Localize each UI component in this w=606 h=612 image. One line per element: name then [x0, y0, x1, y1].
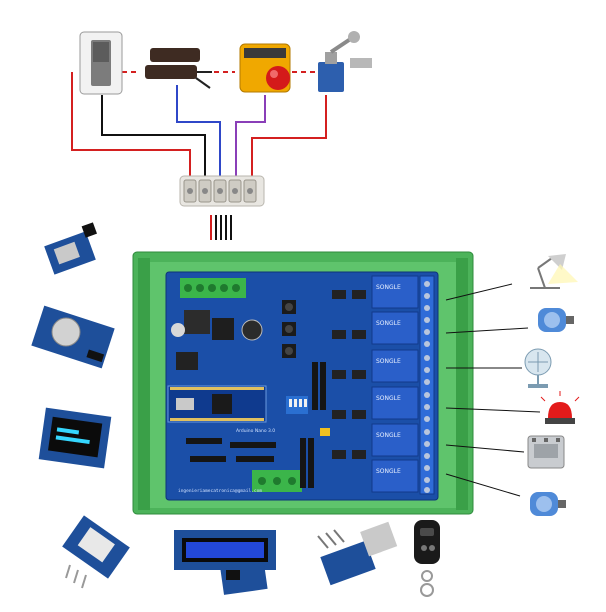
magnetic-door-sensor-icon — [145, 48, 212, 89]
svg-text:SONGLE: SONGLE — [376, 432, 401, 439]
sd-card-module-icon — [44, 222, 97, 275]
limit-switch-icon — [318, 31, 372, 92]
relay: SONGLE — [371, 275, 419, 309]
svg-text:SONGLE: SONGLE — [376, 358, 401, 365]
contactor-icon — [527, 435, 565, 469]
svg-text:SONGLE: SONGLE — [376, 468, 401, 475]
svg-text:SONGLE: SONGLE — [376, 395, 401, 402]
pcb-label-text: Arduino Nano 3.0 — [236, 428, 275, 434]
rf-receiver-module-icon — [317, 521, 398, 586]
relay-board-pcb: ingenieriamecatronica@gmail.com Arduino … — [165, 271, 439, 501]
emergency-stop-button-icon — [239, 43, 291, 93]
svg-text:SONGLE: SONGLE — [376, 284, 401, 291]
rf-remote-icon — [414, 520, 440, 597]
motor-icon — [538, 308, 574, 332]
relay: SONGLE — [371, 423, 419, 457]
wall-switch-icon — [79, 31, 123, 95]
input-wires — [71, 71, 327, 178]
svg-text:SONGLE: SONGLE — [376, 320, 401, 327]
alarm-light-icon — [540, 391, 580, 424]
input-terminal-block — [179, 175, 265, 207]
pcb-email-text: ingenieriamecatronica@gmail.com — [178, 488, 262, 494]
relay-bank: SONGLE SONGLE SONGLE SONGLE SONGLE SONGL… — [371, 275, 435, 495]
output-wires — [445, 283, 541, 497]
motor-icon-2 — [530, 492, 566, 516]
bluetooth-module-icon — [62, 515, 130, 589]
relay: SONGLE — [371, 386, 419, 420]
fan-icon — [524, 348, 552, 388]
lamp-icon — [530, 254, 578, 289]
terminal-to-board-wires — [210, 215, 232, 240]
rtc-module-icon — [31, 305, 115, 369]
relay: SONGLE — [371, 459, 419, 493]
lcd-display-icon — [174, 530, 276, 595]
relay: SONGLE — [371, 311, 419, 345]
oled-display-icon — [38, 407, 112, 469]
relay: SONGLE — [371, 349, 419, 383]
